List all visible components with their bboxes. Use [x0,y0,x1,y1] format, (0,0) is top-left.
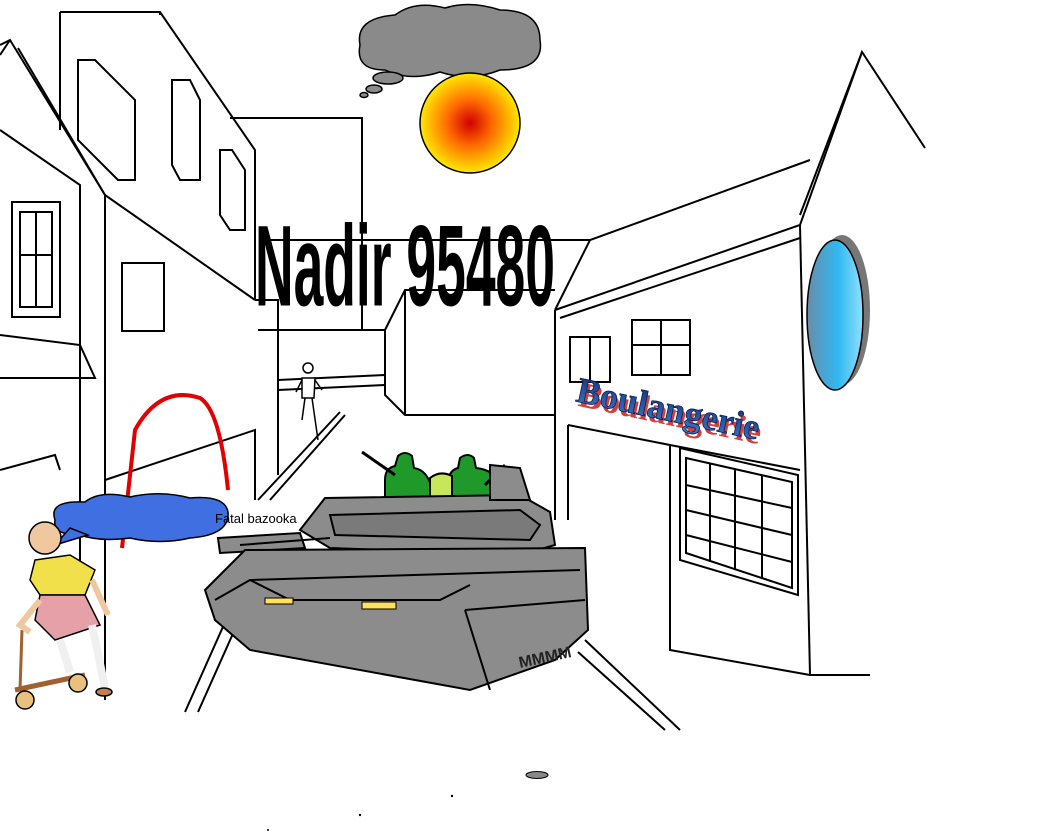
page-title: Nadir 95480 [255,203,555,330]
shop-sign-label: Boulangerie [573,370,763,448]
child-on-scooter [14,521,113,710]
dot-speck [358,813,362,817]
dot-speck [267,829,269,831]
speech-text: Fatal bazooka [215,511,297,526]
dot-speck [450,794,454,798]
right-windows [569,319,691,383]
red-arch [120,393,230,549]
runner [295,362,323,441]
soldiers [361,450,510,506]
tank-icon: MMMM [203,450,590,692]
speech-bubble: Fatal bazooka [52,493,297,547]
cloud-icon [358,3,542,99]
center-building [260,239,590,416]
left-buildings [0,11,386,700]
sun-icon [419,72,521,174]
shop-sign: Boulangerie Boulangerie [573,369,766,452]
shadow-speck [525,771,549,779]
shop-window [679,446,799,597]
round-window [806,235,870,391]
left-windows [11,59,246,332]
right-building [554,49,926,676]
